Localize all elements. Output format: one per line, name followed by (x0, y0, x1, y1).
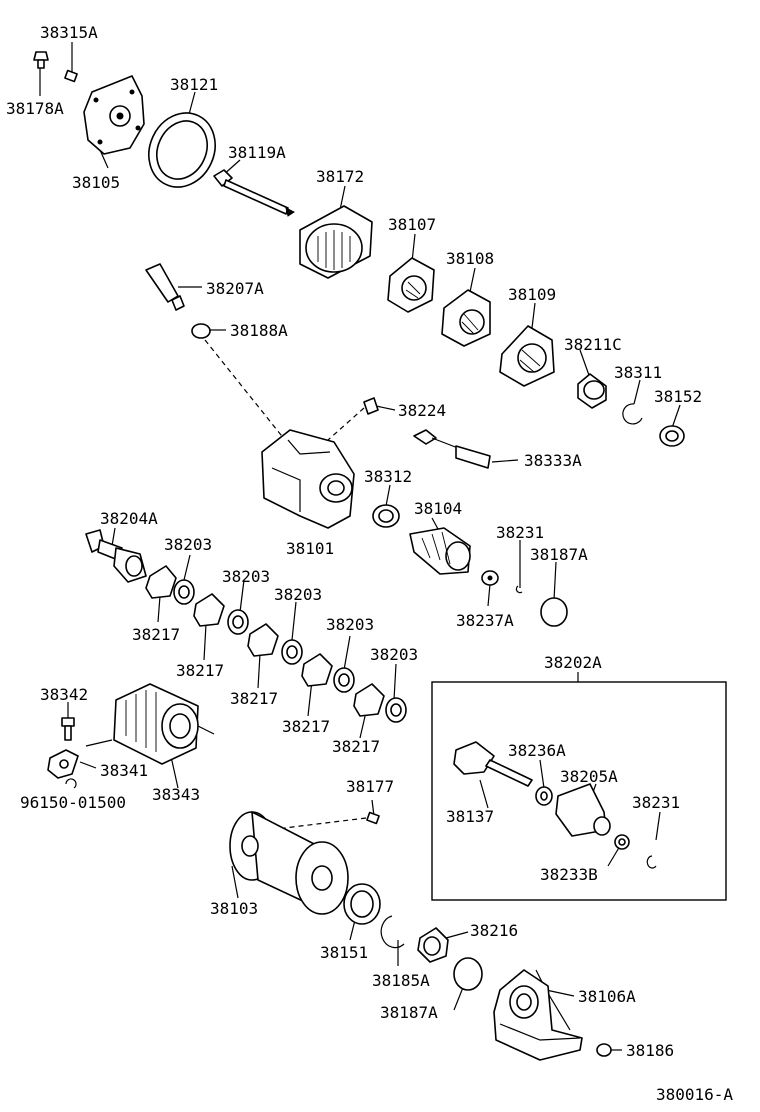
callout-38216: 38216 (470, 921, 518, 940)
callout-38121: 38121 (170, 75, 218, 94)
callout-38311: 38311 (614, 363, 662, 382)
bushing-38211C (577, 373, 607, 409)
callout-38205A: 38205A (560, 767, 618, 786)
shaft-38137 (453, 741, 533, 787)
callout-38217b: 38217 (176, 661, 224, 680)
callout-38312: 38312 (364, 467, 412, 486)
callout-38233B: 38233B (540, 865, 598, 884)
diagram-id: 380016-A (656, 1085, 733, 1104)
carrier-38109 (499, 325, 555, 387)
callout-38203c: 38203 (274, 585, 322, 604)
callout-38187Ab: 38187A (380, 1003, 438, 1022)
callout-38172: 38172 (316, 167, 364, 186)
washer-38233B (614, 834, 630, 850)
callout-38211C: 38211C (564, 335, 622, 354)
callout-38109: 38109 (508, 285, 556, 304)
callout-38217d: 38217 (282, 717, 330, 736)
screw-38178A (33, 51, 49, 69)
callout-38103: 38103 (210, 899, 258, 918)
callout-38217e: 38217 (332, 737, 380, 756)
callout-38185A: 38185A (372, 971, 430, 990)
callout-38207A: 38207A (206, 279, 264, 298)
snap-ring-38311 (622, 403, 643, 425)
callout-96150-01500: 96150-01500 (20, 793, 126, 812)
callout-38187Aa: 38187A (530, 545, 588, 564)
callout-38217a: 38217 (132, 625, 180, 644)
cover-38105 (83, 75, 145, 155)
callout-38343: 38343 (152, 785, 200, 804)
screw-38342 (61, 717, 75, 741)
bearing-38216 (417, 927, 449, 963)
ring-gear-38172 (299, 205, 373, 279)
callout-38203b: 38203 (222, 567, 270, 586)
callout-38224: 38224 (398, 401, 446, 420)
bolt-38224 (363, 397, 379, 415)
callout-38178A: 38178A (6, 99, 64, 118)
drum-38103 (229, 811, 349, 915)
callout-38151: 38151 (320, 943, 368, 962)
shim-stack (145, 565, 407, 723)
washer-38152 (659, 425, 685, 447)
callout-38105: 38105 (72, 173, 120, 192)
clip-96150-01500 (65, 778, 77, 789)
callout-38137: 38137 (446, 807, 494, 826)
sleeve-38205A (555, 783, 611, 837)
gasket-38121 (148, 112, 216, 188)
callout-38236A: 38236A (508, 741, 566, 760)
callout-38231a: 38231 (496, 523, 544, 542)
callout-38177: 38177 (346, 777, 394, 796)
callout-38342: 38342 (40, 685, 88, 704)
solenoid-38343 (85, 683, 215, 765)
carrier-38108 (441, 289, 491, 347)
carrier-38107 (387, 257, 435, 313)
subassembly-frame (431, 681, 727, 901)
callout-38231b: 38231 (632, 793, 680, 812)
washer-38236A (535, 786, 553, 806)
clamp-38341 (47, 749, 79, 779)
callout-38217c: 38217 (230, 689, 278, 708)
bracket-38106A (493, 969, 583, 1061)
snap-ring-38185A (380, 915, 405, 949)
subassembly-label: 38202A (544, 653, 602, 672)
washer-38151 (343, 883, 381, 925)
callout-38203e: 38203 (370, 645, 418, 664)
callout-38119A: 38119A (228, 143, 286, 162)
callout-38186: 38186 (626, 1041, 674, 1060)
callout-38315A: 38315A (40, 23, 98, 42)
washer-38237A (481, 570, 499, 586)
housing-38101 (261, 429, 355, 529)
callout-38106A: 38106A (578, 987, 636, 1006)
callout-38204A: 38204A (100, 509, 158, 528)
callout-38333A: 38333A (524, 451, 582, 470)
oring-38188A (191, 323, 211, 339)
pin-38333A (413, 429, 491, 469)
shaft-38204A (85, 529, 147, 583)
callout-38108: 38108 (446, 249, 494, 268)
callout-38237A: 38237A (456, 611, 514, 630)
callout-38203a: 38203 (164, 535, 212, 554)
nut-38186 (596, 1043, 612, 1057)
clip-38231a (515, 585, 523, 594)
callout-38107: 38107 (388, 215, 436, 234)
washer-38312 (372, 504, 400, 528)
shaft-gear-38104 (409, 527, 471, 575)
oring-38187Aa (540, 597, 568, 627)
plug-38207A (145, 263, 185, 311)
callout-38104: 38104 (414, 499, 462, 518)
callout-38101: 38101 (286, 539, 334, 558)
callout-labels: 38315A 38178A 38121 38105 38119A 38172 3… (6, 23, 733, 1104)
callout-38203d: 38203 (326, 615, 374, 634)
callout-38188A: 38188A (230, 321, 288, 340)
oring-38187Ab (453, 957, 483, 991)
pin-38177 (366, 811, 380, 825)
bolt-38315A (64, 69, 78, 83)
callout-38152: 38152 (654, 387, 702, 406)
bolt-38119A (213, 169, 295, 217)
clip-38231b (646, 855, 657, 869)
callout-38341: 38341 (100, 761, 148, 780)
